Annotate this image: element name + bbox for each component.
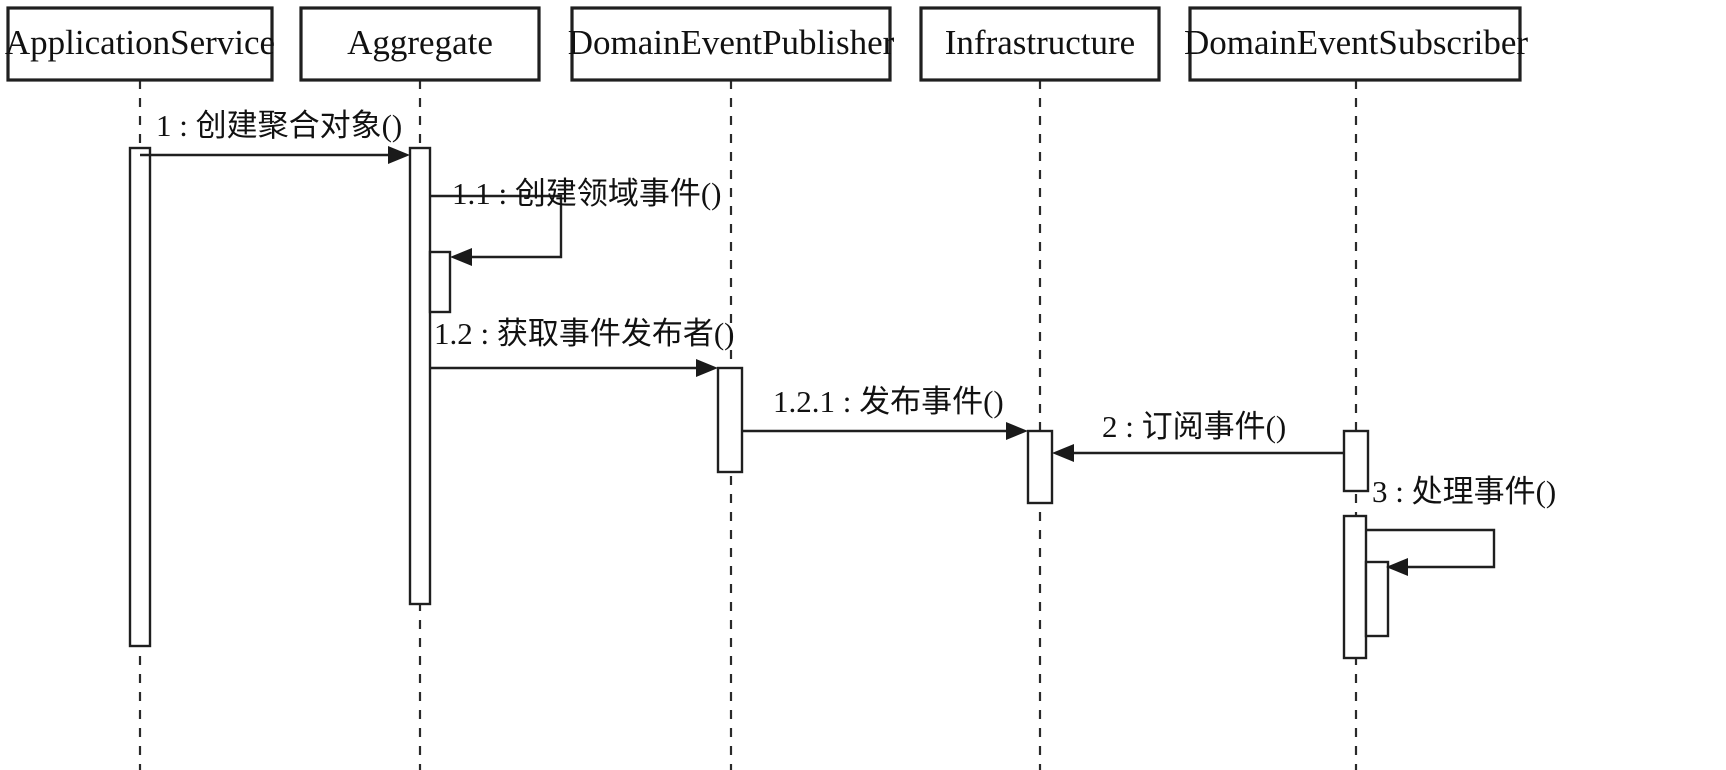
participant-domain-event-publisher[interactable]: DomainEventPublisher [568,6,895,82]
message-1-2-1-arrowhead [1006,422,1028,440]
message-1-2-label: 1.2 : 获取事件发布者() [434,316,735,351]
message-3-label: 3 : 处理事件() [1372,474,1556,509]
activation-subscriber-handle[interactable] [1342,514,1368,660]
participant-infrastructure[interactable]: Infrastructure [919,6,1161,82]
message-1-1-path [430,194,563,259]
message-1[interactable]: 1 : 创建聚合对象() [140,108,410,164]
activation-domain-event-subscriber[interactable] [1342,429,1370,493]
message-1-2[interactable]: 1.2 : 获取事件发布者() [430,316,735,377]
message-2-label: 2 : 订阅事件() [1102,409,1286,444]
participant-label: Aggregate [347,23,493,62]
activation-aggregate-nested[interactable] [428,250,452,314]
message-1-1-arrowhead [450,248,472,266]
participant-aggregate[interactable]: Aggregate [299,6,541,82]
participant-box-rect [919,6,1161,82]
message-1-2-1[interactable]: 1.2.1 : 发布事件() [742,384,1028,440]
message-1-2-arrowhead [696,359,718,377]
message-3-path [1366,528,1496,569]
message-2[interactable]: 2 : 订阅事件() [1052,409,1344,462]
participant-domain-event-subscriber[interactable]: DomainEventSubscriber [1184,6,1528,82]
activation-aggregate[interactable] [408,146,432,606]
participant-box-rect [6,6,274,82]
message-1-arrowhead [388,146,410,164]
participant-box-rect [570,6,892,82]
message-1-1[interactable]: 1.1 : 创建领域事件() [430,176,722,266]
participant-application-service[interactable]: ApplicationService [5,6,275,82]
message-1-2-1-label: 1.2.1 : 发布事件() [773,384,1004,419]
message-3-arrowhead [1386,558,1408,576]
participant-label: DomainEventSubscriber [1184,23,1528,62]
activation-subscriber-handle-nested[interactable] [1364,560,1390,638]
message-3[interactable]: 3 : 处理事件() [1366,474,1556,576]
message-1-label: 1 : 创建聚合对象() [156,108,402,143]
participant-label: DomainEventPublisher [568,23,895,62]
message-1-1-label: 1.1 : 创建领域事件() [452,176,722,211]
message-2-arrowhead [1052,444,1074,462]
activation-application-service[interactable] [128,146,152,648]
activations-layer [128,146,1390,660]
activation-domain-event-publisher[interactable] [716,366,744,474]
participant-box-rect [299,6,541,82]
participant-label: Infrastructure [945,23,1135,62]
participant-box-rect [1188,6,1522,82]
activation-infrastructure[interactable] [1026,429,1054,505]
participant-label: ApplicationService [5,23,275,62]
